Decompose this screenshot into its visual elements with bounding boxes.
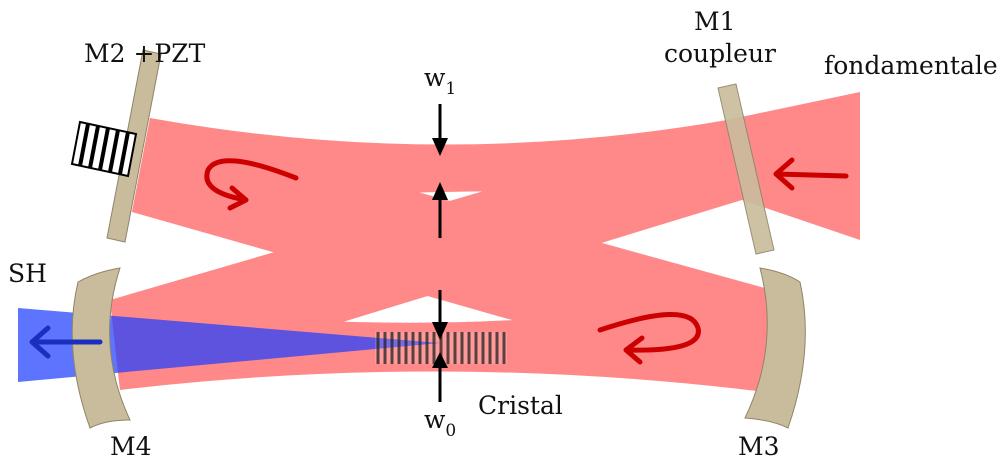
label-m4: M4	[110, 432, 152, 461]
curved-arrow-icon	[204, 158, 299, 211]
curved-arrow-icon-right	[597, 312, 701, 365]
waist-w1-indicator	[432, 104, 448, 238]
mirror-m4	[71, 267, 131, 429]
label-m2: M2 +PZT	[84, 39, 206, 68]
label-m1: M1	[694, 7, 736, 36]
label-waist-w0: w0	[424, 405, 456, 441]
mirror-m3	[744, 267, 806, 429]
label-waist-w1: w1	[424, 63, 456, 99]
output-arrow-icon	[29, 325, 103, 359]
left-arrow-icon	[773, 157, 849, 191]
label-m1-role: coupleur	[664, 39, 776, 68]
pzt-stack-icon	[70, 120, 138, 178]
label-second-harmonic: SH	[8, 259, 47, 288]
label-m3: M3	[738, 432, 780, 461]
label-fundamental: fondamentale	[824, 51, 998, 80]
mirror-m1	[717, 83, 775, 255]
waist-w0-indicator	[432, 290, 448, 402]
second-harmonic-beam	[18, 308, 440, 382]
label-crystal: Cristal	[478, 391, 563, 420]
